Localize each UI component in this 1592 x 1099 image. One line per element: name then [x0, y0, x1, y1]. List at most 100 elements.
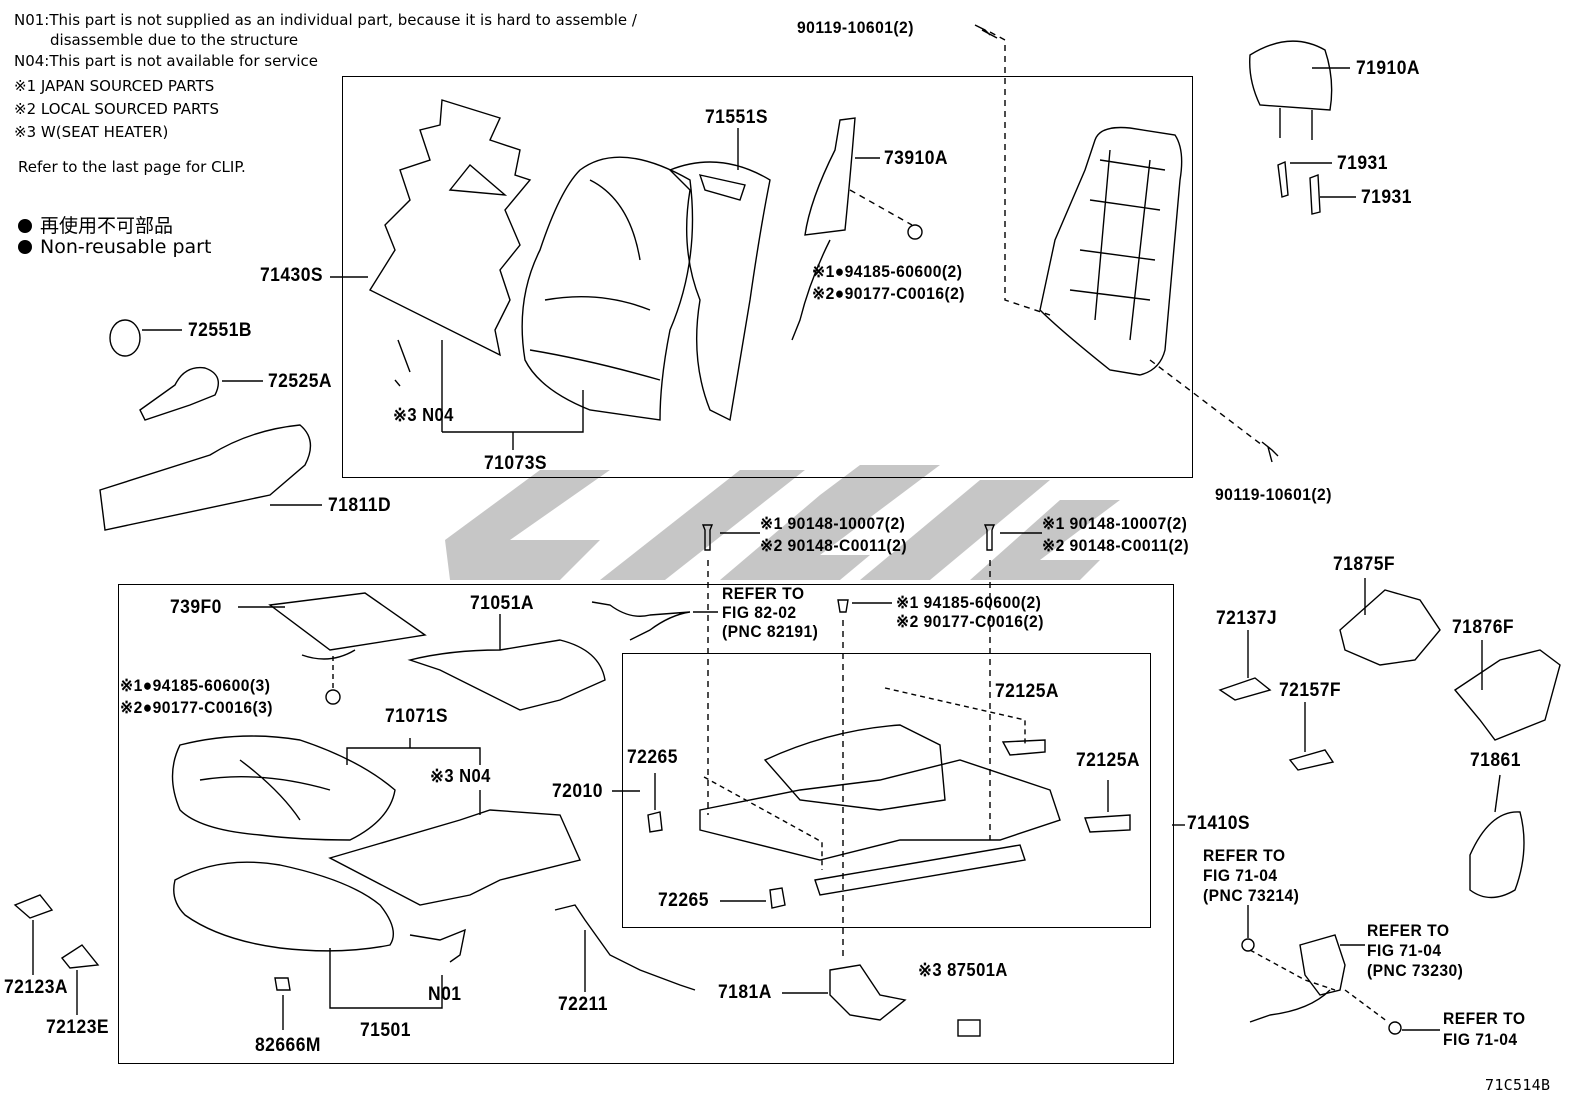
label-refer-82-1: REFER TO — [722, 584, 805, 603]
label-72137J: 72137J — [1216, 608, 1278, 629]
label-90177-left: ※2●90177-C0016(3) — [120, 698, 273, 717]
label-90119-bottom: 90119-10601(2) — [1215, 485, 1332, 504]
bracket-icon — [1001, 739, 1046, 756]
leader-line — [329, 948, 443, 1009]
bolt-icon — [983, 524, 996, 551]
nut-icon — [1388, 1021, 1402, 1035]
trim-71861 — [1469, 811, 1525, 899]
note-n04: N04:This part is not available for servi… — [14, 52, 318, 70]
legend-jp-text: 再使用不可部品 — [40, 215, 174, 237]
label-refer-82-2: FIG 82-02 — [722, 603, 797, 622]
label-refer-73230-2: FIG 71-04 — [1367, 941, 1442, 960]
note-local-sourced: ※2 LOCAL SOURCED PARTS — [14, 100, 219, 118]
headrest-guide-icon — [1277, 160, 1321, 215]
clip-72137J — [1218, 677, 1272, 701]
leader-line — [346, 738, 481, 765]
legend-en: Non-reusable part — [18, 236, 211, 258]
seatback-cover — [521, 156, 694, 421]
label-n01: N01 — [428, 984, 462, 1005]
label-refer-73214-3: (PNC 73214) — [1203, 886, 1300, 905]
bracket-icon — [769, 887, 786, 909]
label-90177-mid: ※2 90177-C0016(2) — [896, 612, 1044, 631]
label-n04-top: ※3 N04 — [393, 405, 454, 425]
bracket-icon — [647, 811, 663, 833]
label-72157F: 72157F — [1279, 680, 1342, 701]
label-72211: 72211 — [558, 994, 608, 1015]
label-71410S: 71410S — [1187, 813, 1251, 834]
legend-en-text: Non-reusable part — [40, 236, 212, 258]
label-71073S: 71073S — [484, 453, 548, 474]
label-71861: 71861 — [1470, 750, 1521, 771]
lumbar-mechanism — [407, 639, 606, 711]
label-90119-top: 90119-10601(2) — [797, 18, 914, 37]
label-refer-73230-1: REFER TO — [1367, 921, 1450, 940]
label-refer-82-3: (PNC 82191) — [722, 622, 819, 641]
bolt-icon — [1261, 441, 1279, 463]
label-71430S: 71430S — [260, 265, 324, 286]
label-71071S: 71071S — [385, 706, 449, 727]
legend-jp: 再使用不可部品 — [18, 211, 173, 238]
seatback-frame — [1039, 126, 1183, 376]
bracket-icon — [1084, 814, 1131, 833]
label-71910A: 71910A — [1356, 58, 1420, 79]
label-90148-a1: ※1 90148-10007(2) — [760, 514, 906, 533]
bolt-icon — [974, 24, 998, 39]
label-7181A: 7181A — [718, 982, 772, 1003]
nut-icon — [907, 224, 923, 240]
bolt-icon — [701, 524, 714, 551]
bolt-icon — [837, 599, 849, 613]
note-japan-sourced: ※1 JAPAN SOURCED PARTS — [14, 77, 215, 95]
seat-heater-pad-lower — [328, 809, 581, 906]
seatbelt-buckle — [1299, 934, 1346, 996]
cover-71876F — [1453, 649, 1561, 741]
label-90148-b2: ※2 90148-C0011(2) — [1042, 536, 1190, 555]
side-airbag — [791, 117, 856, 341]
label-94185-top: ※1●94185-60600(2) — [812, 262, 963, 281]
label-72123A: 72123A — [4, 977, 68, 998]
seat-heater-pad-upper — [368, 99, 532, 357]
label-739F0: 739F0 — [170, 597, 222, 618]
clip-icon — [274, 977, 291, 991]
label-72551B: 72551B — [188, 320, 252, 341]
label-refer-73214-1: REFER TO — [1203, 846, 1286, 865]
label-72010: 72010 — [552, 781, 603, 802]
dot-icon — [18, 240, 32, 254]
label-71051A: 71051A — [470, 593, 534, 614]
label-72525A: 72525A — [268, 371, 332, 392]
leader-line — [442, 390, 584, 450]
side-shield — [99, 424, 312, 531]
knob-icon — [109, 319, 141, 357]
note-n01-cont: disassemble due to the structure — [50, 31, 299, 49]
nut-icon — [325, 689, 341, 705]
dot-icon — [18, 219, 32, 233]
label-71811D: 71811D — [328, 495, 392, 516]
module-icon — [957, 1019, 981, 1037]
label-71876F: 71876F — [1452, 617, 1515, 638]
note-seat-heater: ※3 W(SEAT HEATER) — [14, 123, 169, 141]
label-n04-mid: ※3 N04 — [430, 766, 491, 786]
label-refer-71-2: FIG 71-04 — [1443, 1030, 1518, 1049]
seatback-pad — [668, 161, 771, 422]
clip-icon — [60, 944, 100, 969]
label-90148-b1: ※1 90148-10007(2) — [1042, 514, 1188, 533]
note-n01: N01:This part is not supplied as an indi… — [14, 11, 637, 29]
label-refer-73214-2: FIG 71-04 — [1203, 866, 1278, 885]
label-71551S: 71551S — [705, 107, 769, 128]
label-82666M: 82666M — [255, 1035, 321, 1056]
nut-icon — [1241, 938, 1255, 952]
wire-harness — [591, 601, 691, 641]
label-72123E: 72123E — [46, 1017, 110, 1038]
clip-72157F — [1288, 749, 1335, 771]
label-90148-a2: ※2 90148-C0011(2) — [760, 536, 908, 555]
motor-unit — [829, 964, 907, 1021]
label-90177-top: ※2●90177-C0016(2) — [812, 284, 965, 303]
cushion-pad — [173, 861, 394, 952]
cushion-cover — [171, 735, 396, 841]
label-71501: 71501 — [360, 1020, 411, 1041]
heater-mat — [268, 592, 427, 651]
sensor-wire — [409, 928, 466, 963]
label-refer-71-1: REFER TO — [1443, 1009, 1526, 1028]
label-71931-a: 71931 — [1337, 153, 1388, 174]
label-71875F: 71875F — [1333, 554, 1396, 575]
